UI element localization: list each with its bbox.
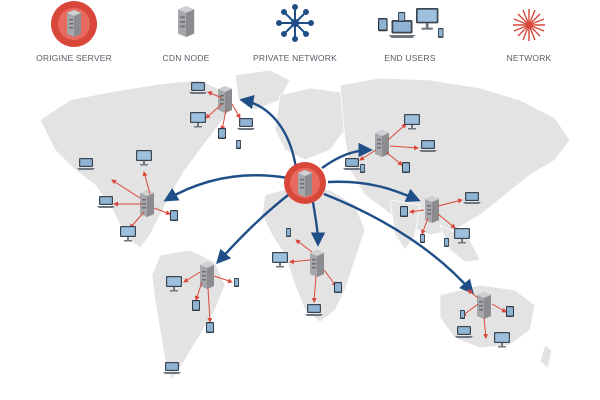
tablet-icon bbox=[400, 206, 408, 217]
tablet-icon bbox=[206, 322, 214, 333]
legend-cdn-node-label: CDN NODE bbox=[163, 53, 210, 63]
asia bbox=[339, 77, 571, 236]
tablet-icon bbox=[334, 282, 342, 293]
laptop-icon bbox=[237, 118, 255, 130]
phone-icon bbox=[460, 310, 465, 319]
tablet-icon bbox=[170, 210, 178, 221]
tablet-icon bbox=[506, 306, 514, 317]
monitor-icon bbox=[272, 252, 288, 268]
origin-server bbox=[284, 162, 326, 204]
phone-icon bbox=[234, 278, 239, 287]
cdn-node-australia bbox=[477, 292, 491, 319]
link-to-north-cdn bbox=[239, 94, 298, 169]
laptop-icon bbox=[97, 196, 115, 208]
network-icon bbox=[513, 9, 545, 41]
legend-origin-server-label: ORIGINE SERVER bbox=[36, 53, 112, 63]
cdn-node-south-america bbox=[200, 262, 214, 289]
tablet-icon bbox=[192, 300, 200, 311]
europe bbox=[274, 87, 356, 161]
laptop-icon bbox=[305, 304, 323, 316]
cdn-node-icon bbox=[178, 6, 195, 38]
end-users-icon bbox=[378, 8, 444, 38]
phone-icon bbox=[286, 228, 291, 237]
link-to-asia-cdn bbox=[327, 180, 421, 203]
link-to-north-america-cdn bbox=[163, 174, 289, 202]
legend-end-users-label: END USERS bbox=[384, 53, 436, 63]
new-zealand bbox=[539, 344, 553, 369]
legend-network-label: NETWORK bbox=[507, 53, 552, 63]
phone-icon bbox=[444, 238, 449, 247]
legend-private-network-label: PRIVATE NETWORK bbox=[253, 53, 337, 63]
end-user-links bbox=[111, 91, 507, 339]
origin-server-icon bbox=[51, 1, 97, 47]
laptop-icon bbox=[343, 158, 361, 170]
phone-icon bbox=[360, 164, 365, 173]
world-map bbox=[39, 69, 571, 381]
laptop-icon bbox=[455, 326, 473, 338]
private-network-icon bbox=[276, 4, 314, 42]
tablet-icon bbox=[402, 162, 410, 173]
laptop-icon bbox=[419, 140, 437, 152]
tablet-icon bbox=[218, 128, 226, 139]
laptop-icon bbox=[463, 192, 481, 204]
link-to-australia-cdn bbox=[323, 192, 474, 295]
cdn-node-north-america bbox=[140, 190, 154, 217]
south-america bbox=[151, 249, 226, 381]
phone-icon bbox=[236, 140, 241, 149]
laptop-icon bbox=[189, 82, 207, 94]
legend: ORIGINE SERVER CDN NODE PRIVATE NETWORK … bbox=[36, 1, 551, 63]
cdn-node-asia bbox=[425, 196, 439, 223]
cdn-node-north bbox=[218, 86, 232, 113]
link-to-east-europe-cdn bbox=[321, 142, 373, 169]
laptop-icon bbox=[163, 362, 181, 374]
link-to-south-america-cdn bbox=[216, 191, 293, 265]
private-network-links bbox=[163, 94, 474, 295]
cdn-node-africa bbox=[310, 250, 324, 277]
laptop-icon bbox=[77, 158, 95, 170]
phone-icon bbox=[420, 234, 425, 243]
